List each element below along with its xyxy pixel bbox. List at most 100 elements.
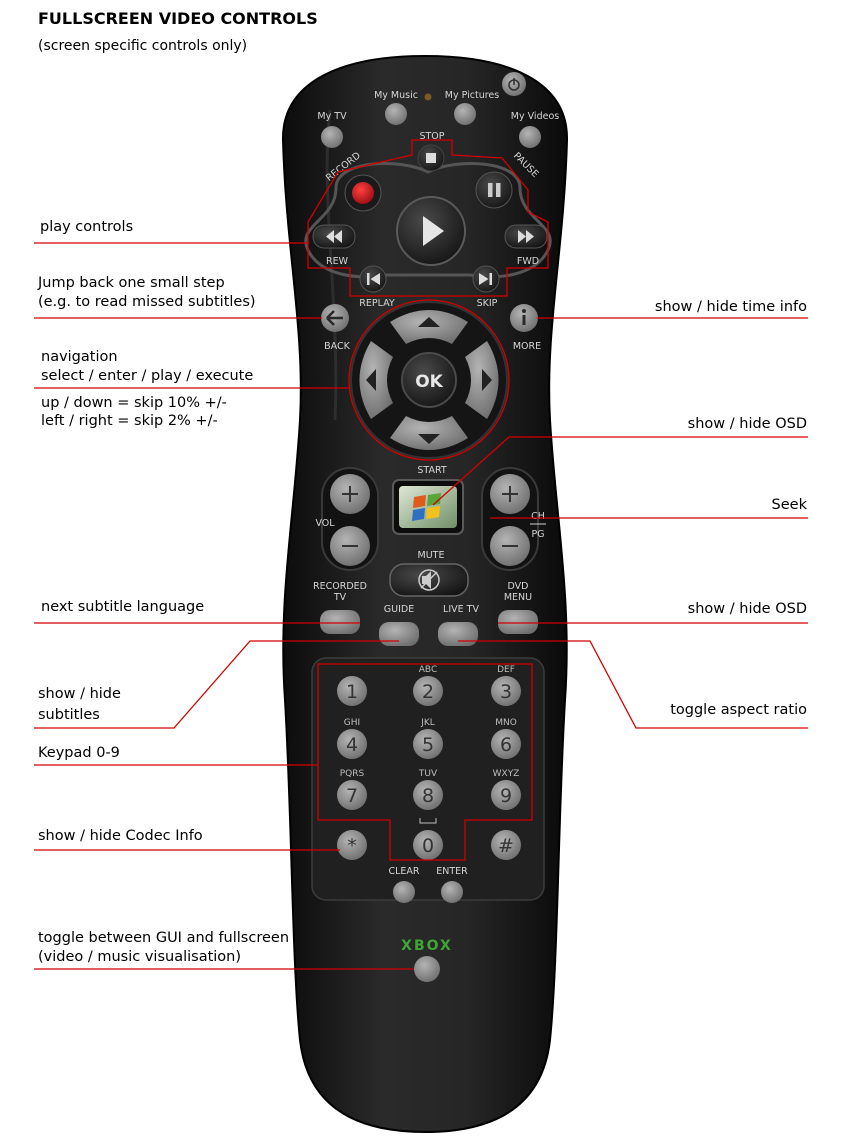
nav-down-button[interactable]	[390, 416, 468, 450]
mute-label: MUTE	[418, 550, 445, 561]
play-controls-annotation: play controls	[40, 219, 134, 235]
keypad-button-face[interactable]	[413, 729, 443, 759]
nav-right-button[interactable]	[465, 341, 499, 419]
keypad-button[interactable]: 3 DEF	[491, 665, 521, 706]
show-hide-subtitles-annotation-1: show / hide	[38, 686, 121, 702]
keypad-button[interactable]: 4 GHI	[337, 718, 367, 759]
keypad-button-face[interactable]	[337, 830, 367, 860]
keypad-number-label: 1	[346, 681, 358, 703]
vol-label: VOL	[315, 518, 335, 529]
keypad-button[interactable]: #	[491, 830, 521, 860]
rew-button[interactable]	[312, 224, 356, 249]
keypad-button-face[interactable]	[413, 676, 443, 706]
clear-button[interactable]	[393, 881, 415, 903]
keypad-button-face[interactable]	[337, 729, 367, 759]
nav-left-button[interactable]	[359, 341, 394, 419]
show-hide-subtitles-annotation-2: subtitles	[38, 707, 100, 723]
xbox-logo-label: XBOX	[401, 938, 453, 954]
back-button[interactable]	[321, 304, 349, 332]
keypad-button-face[interactable]	[337, 780, 367, 810]
keypad-number-label: 2	[422, 681, 434, 703]
dvd-menu-label-2: MENU	[504, 592, 532, 603]
my-music-button[interactable]	[385, 103, 407, 125]
my-music-label: My Music	[374, 90, 418, 101]
plus-icon	[502, 486, 518, 502]
keypad-annotation: Keypad 0-9	[38, 745, 120, 761]
recorded-tv-button[interactable]	[320, 610, 360, 634]
keypad-button-face[interactable]	[491, 830, 521, 860]
skip-button[interactable]	[472, 265, 500, 293]
keypad-button[interactable]: *	[337, 830, 367, 860]
left-arrow-icon	[366, 369, 376, 391]
fwd-label: FWD	[517, 256, 539, 267]
power-button[interactable]	[502, 72, 526, 96]
keypad-button[interactable]: 0	[413, 830, 443, 860]
clear-label: CLEAR	[388, 866, 419, 877]
my-tv-button[interactable]	[321, 126, 343, 148]
navigation-outline	[348, 299, 510, 461]
space-bracket-icon	[419, 818, 437, 824]
more-label: MORE	[513, 341, 541, 352]
next-subtitle-annotation: next subtitle language	[41, 599, 205, 615]
live-tv-button[interactable]	[438, 622, 478, 646]
keypad-number-label: 0	[422, 835, 434, 857]
jump-back-annotation-2: (e.g. to read missed subtitles)	[38, 294, 256, 310]
up-arrow-icon	[418, 317, 440, 327]
fwd-button[interactable]	[504, 224, 548, 249]
keypad-number-label: 4	[346, 734, 358, 756]
keypad-letters-label: GHI	[344, 718, 360, 728]
keypad-letters-label: DEF	[497, 665, 515, 675]
keypad-number-label: 8	[422, 785, 434, 807]
keypad-number-label: 3	[500, 681, 512, 703]
osd-diag-line	[432, 436, 510, 506]
codec-info-annotation: show / hide Codec Info	[38, 828, 203, 844]
stop-button[interactable]	[417, 144, 445, 172]
keypad-button-face[interactable]	[413, 830, 443, 860]
enter-button[interactable]	[441, 881, 463, 903]
ch-label: CH	[531, 511, 545, 522]
ok-label: OK	[415, 372, 443, 392]
enter-label: ENTER	[436, 866, 468, 877]
mute-button[interactable]	[389, 563, 469, 597]
keypad-button-face[interactable]	[491, 676, 521, 706]
callout-lines	[34, 139, 808, 970]
play-button[interactable]	[396, 196, 466, 266]
keypad-number-label: 9	[500, 785, 512, 807]
recorded-tv-label-2: TV	[333, 592, 347, 603]
keypad-letters-label: JKL	[420, 718, 435, 728]
channel-rocker[interactable]	[481, 467, 539, 571]
xbox-button[interactable]	[414, 956, 440, 982]
keypad-number-label: #	[498, 835, 514, 857]
my-videos-button[interactable]	[519, 126, 541, 148]
guide-button[interactable]	[379, 622, 419, 646]
page-subtitle: (screen specific controls only)	[38, 38, 248, 54]
guide-label: GUIDE	[384, 604, 414, 615]
more-info-button[interactable]	[510, 304, 538, 332]
keypad-button-face[interactable]	[337, 676, 367, 706]
keypad-button[interactable]: 1	[337, 676, 367, 706]
down-arrow-icon	[418, 434, 440, 444]
pause-button[interactable]	[475, 171, 513, 209]
my-pictures-button[interactable]	[454, 103, 476, 125]
dvd-menu-button[interactable]	[498, 610, 538, 634]
pg-label: PG	[531, 529, 544, 540]
subtitles-line	[34, 640, 399, 729]
volume-rocker[interactable]	[321, 467, 379, 571]
back-label: BACK	[324, 341, 350, 352]
ok-button[interactable]	[401, 352, 457, 408]
record-button[interactable]	[344, 174, 382, 212]
keypad-letters-label: PQRS	[340, 769, 365, 779]
keypad-number-label: *	[347, 835, 357, 857]
keypad-button-face[interactable]	[491, 780, 521, 810]
keypad-button-face[interactable]	[491, 729, 521, 759]
keypad-button-face[interactable]	[413, 780, 443, 810]
replay-button[interactable]	[359, 265, 387, 293]
